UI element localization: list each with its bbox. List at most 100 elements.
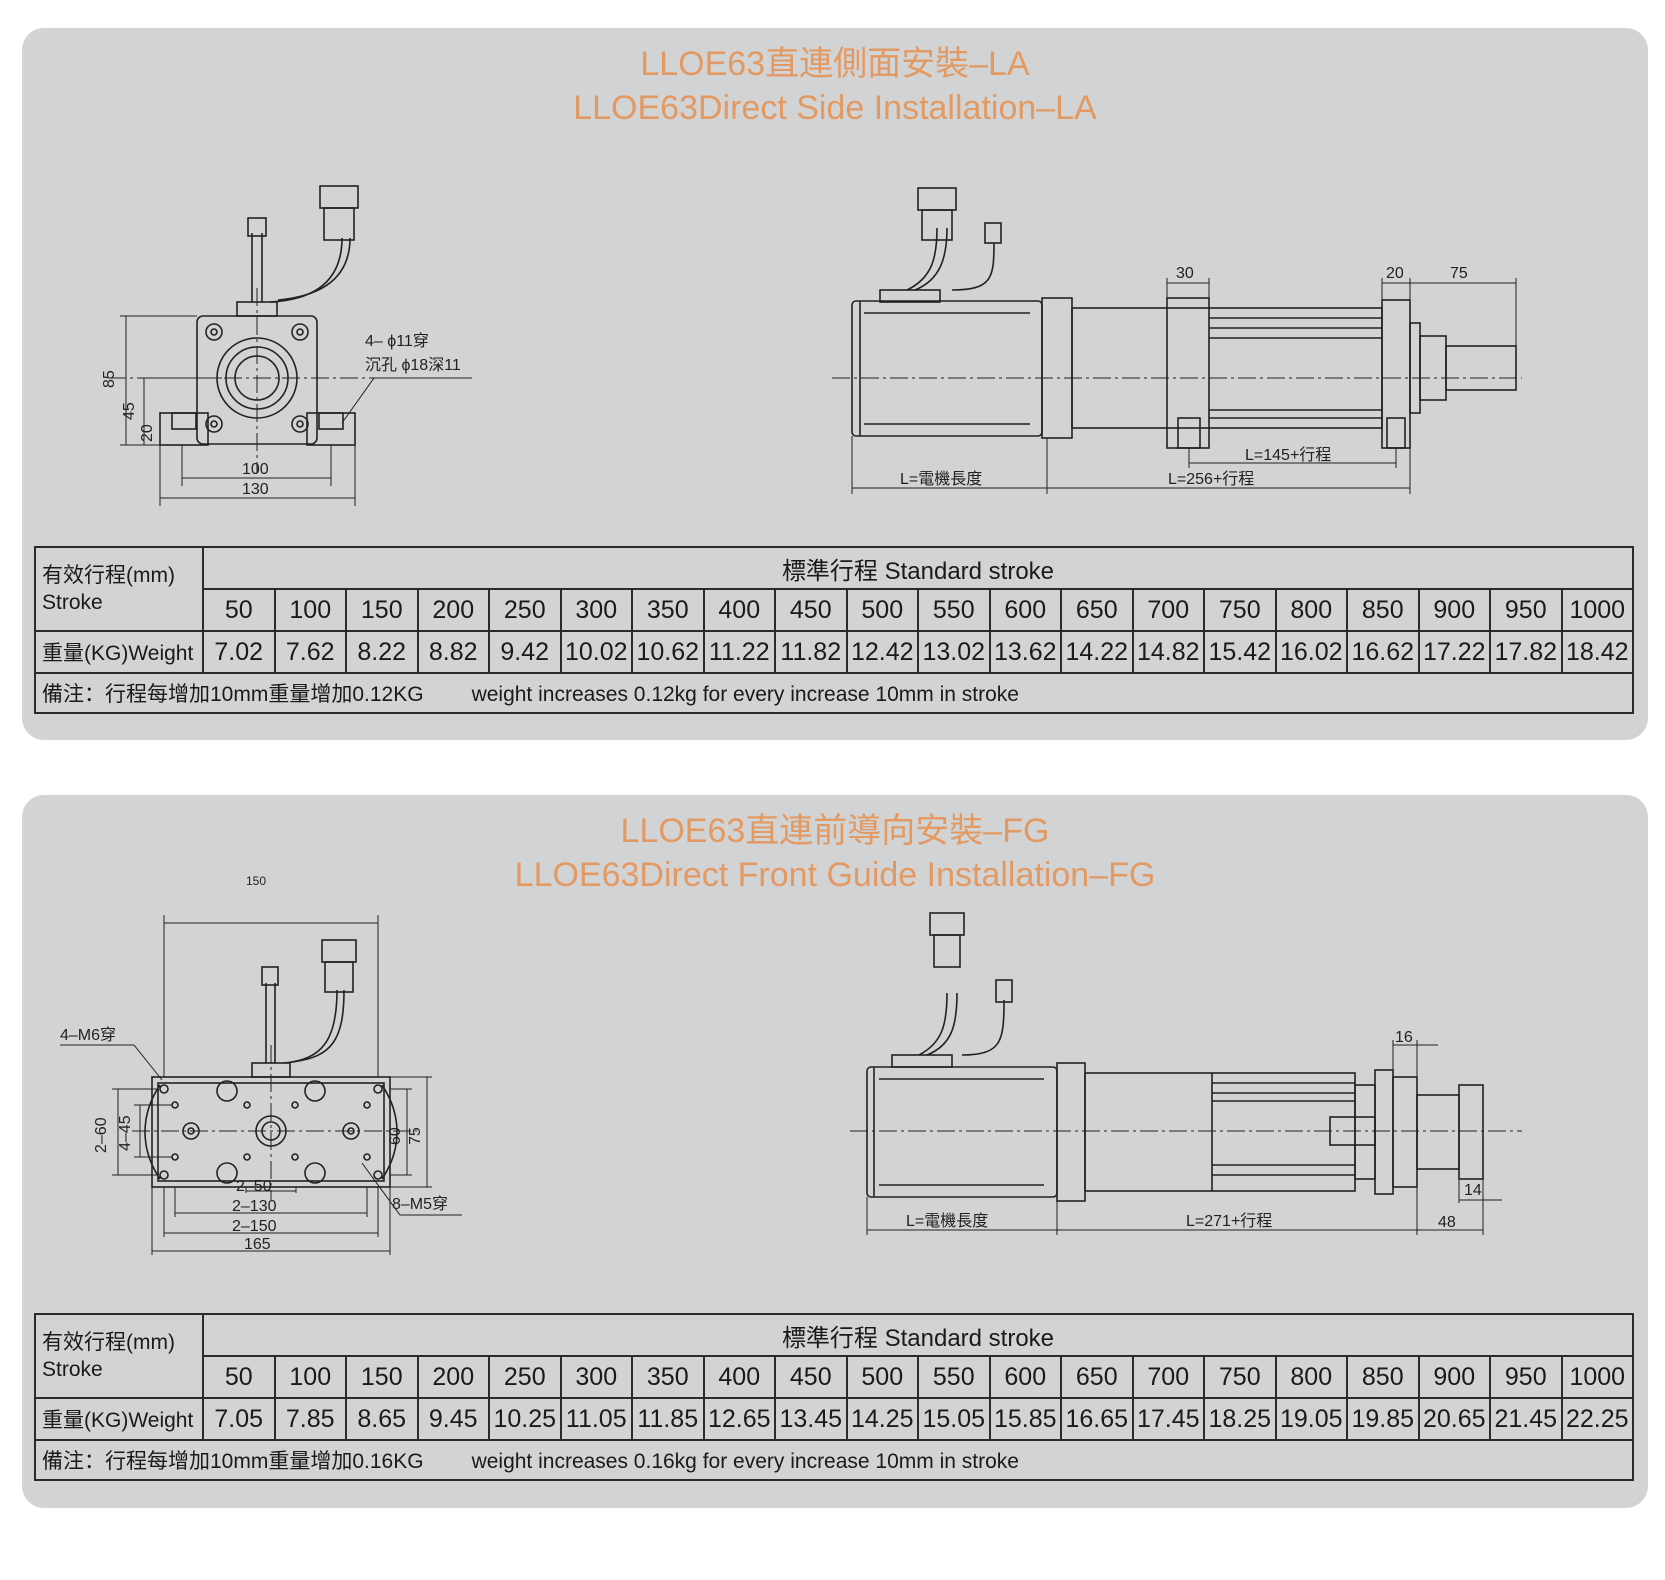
- fg-stroke-cell: 250: [488, 1355, 562, 1399]
- fg-stroke-cell: 900: [1417, 1355, 1491, 1399]
- la-dim-85: 85: [101, 370, 118, 388]
- la-dim-30: 30: [1176, 265, 1194, 282]
- fg-stroke-cell: 500: [845, 1355, 919, 1399]
- fg-stroke-cell: 100: [273, 1355, 347, 1399]
- la-weight-cell: 18.42: [1560, 630, 1634, 674]
- fg-stroke-cell: 1000: [1560, 1355, 1634, 1399]
- la-weight-cell: 7.02: [202, 630, 276, 674]
- fg-weight-cell: 15.85: [988, 1397, 1062, 1441]
- fg-weight-label: 重量(KG)Weight: [34, 1397, 204, 1441]
- fg-spec-table: 有效行程(mm) Stroke 標準行程 Standard stroke 50 …: [34, 1313, 1634, 1481]
- la-weight-cell: 11.82: [774, 630, 848, 674]
- fg-stroke-cell: 300: [559, 1355, 633, 1399]
- fg-stroke-row: 50 100 150 200 250 300 350 400 450 500 5…: [35, 1355, 1634, 1399]
- fg-weight-cell: 20.65: [1417, 1397, 1491, 1441]
- la-weight-cell: 12.42: [845, 630, 919, 674]
- fg-note-en: weight increases 0.16kg for every increa…: [471, 1450, 1019, 1473]
- la-dim-l145: L=145+行程: [1245, 446, 1331, 464]
- fg-standard-stroke: 標準行程 Standard stroke: [202, 1313, 1634, 1357]
- la-hole-note-2: 沉孔 ϕ18深11: [365, 356, 461, 374]
- fg-m5-note: 8–M5穿: [392, 1195, 448, 1213]
- fg-weight-cell: 15.05: [917, 1397, 991, 1441]
- fg-weight-cell: 19.85: [1346, 1397, 1420, 1441]
- la-weight-cell: 17.22: [1417, 630, 1491, 674]
- la-stroke-cell: 500: [845, 588, 919, 632]
- fg-dim-2-130: 2–130: [232, 1198, 277, 1215]
- la-stroke-cell: 850: [1346, 588, 1420, 632]
- fg-stroke-cell: 400: [702, 1355, 776, 1399]
- la-stroke-cell: 250: [488, 588, 562, 632]
- panel-la: LLOE63直連側面安裝–LA LLOE63Direct Side Instal…: [22, 28, 1648, 740]
- la-hole-note-1: 4– ϕ11穿: [365, 332, 429, 350]
- la-stroke-row: 50 100 150 200 250 300 350 400 450 500 5…: [35, 588, 1634, 632]
- fg-dim-4-45: 4–45: [117, 1115, 134, 1151]
- fg-weight-cell: 11.85: [631, 1397, 705, 1441]
- la-weight-cell: 10.02: [559, 630, 633, 674]
- la-weight-cell: 11.22: [702, 630, 776, 674]
- fg-front-view: [60, 915, 462, 1255]
- fg-dim-48: 48: [1438, 1214, 1456, 1231]
- la-note-cn: 備注：行程每增加10mm重量增加0.12KG: [42, 683, 424, 706]
- fg-drawing: 150 4–M6穿 2–60 4–45 60 75 2–50 2–130 2–1…: [60, 874, 1522, 1255]
- fg-weight-cell: 11.05: [559, 1397, 633, 1441]
- la-weight-cell: 16.62: [1346, 630, 1420, 674]
- fg-weight-cell: 14.25: [845, 1397, 919, 1441]
- fg-stroke-cell: 800: [1274, 1355, 1348, 1399]
- la-weight-cell: 14.82: [1131, 630, 1205, 674]
- la-stroke-cell: 700: [1131, 588, 1205, 632]
- fg-stroke-label: 有效行程(mm) Stroke: [34, 1313, 204, 1399]
- la-standard-stroke: 標準行程 Standard stroke: [202, 546, 1634, 590]
- la-stroke-cell: 650: [1060, 588, 1134, 632]
- la-stroke-cell: 200: [416, 588, 490, 632]
- fg-dim-75: 75: [407, 1127, 424, 1145]
- la-stroke-cell: 1000: [1560, 588, 1634, 632]
- fg-stroke-label-cn: 有效行程(mm): [42, 1331, 175, 1354]
- la-weight-cell: 15.42: [1203, 630, 1277, 674]
- la-weight-cell: 8.82: [416, 630, 490, 674]
- fg-dim-motor-len: L=電機長度: [906, 1212, 988, 1230]
- la-dim-100: 100: [242, 461, 269, 478]
- la-stroke-cell: 50: [202, 588, 276, 632]
- fg-weight-row: 重量(KG)Weight 7.05 7.85 8.65 9.45 10.25 1…: [34, 1397, 1634, 1441]
- la-dim-75: 75: [1450, 265, 1468, 282]
- la-stroke-cell: 950: [1489, 588, 1563, 632]
- fg-weight-cell: 7.05: [202, 1397, 276, 1441]
- la-dim-20b: 20: [1386, 265, 1404, 282]
- la-dim-45: 45: [121, 402, 138, 420]
- fg-stroke-cell: 600: [988, 1355, 1062, 1399]
- fg-stroke-cell: 200: [416, 1355, 490, 1399]
- la-weight-cell: 10.62: [631, 630, 705, 674]
- la-dim-20: 20: [139, 424, 156, 442]
- la-weight-cell: 17.82: [1489, 630, 1563, 674]
- fg-dim-2-50: 2–50: [236, 1178, 272, 1195]
- la-side-view: [832, 187, 1522, 494]
- fg-weight-cell: 9.45: [416, 1397, 490, 1441]
- fg-weight-cell: 21.45: [1489, 1397, 1563, 1441]
- la-spec-table: 有效行程(mm) Stroke 標準行程 Standard stroke 50 …: [34, 546, 1634, 714]
- la-stroke-cell: 800: [1274, 588, 1348, 632]
- la-stroke-label-en: Stroke: [42, 591, 103, 614]
- la-weight-cell: 13.02: [917, 630, 991, 674]
- la-dim-motor-len: L=電機長度: [900, 470, 982, 488]
- la-weight-label: 重量(KG)Weight: [34, 630, 204, 674]
- la-stroke-label-cn: 有效行程(mm): [42, 564, 175, 587]
- la-weight-cell: 8.22: [345, 630, 419, 674]
- fg-dim-60: 60: [387, 1127, 404, 1145]
- la-stroke-cell: 350: [631, 588, 705, 632]
- la-weight-cell: 16.02: [1274, 630, 1348, 674]
- fg-stroke-cell: 750: [1203, 1355, 1277, 1399]
- la-dim-l256: L=256+行程: [1168, 470, 1254, 488]
- la-stroke-cell: 600: [988, 588, 1062, 632]
- fg-stroke-cell: 700: [1131, 1355, 1205, 1399]
- la-end-view: [108, 185, 472, 506]
- la-stroke-cell: 450: [774, 588, 848, 632]
- fg-stroke-cell: 350: [631, 1355, 705, 1399]
- fg-stroke-cell: 850: [1346, 1355, 1420, 1399]
- fg-stroke-cell: 50: [202, 1355, 276, 1399]
- la-weight-cell: 13.62: [988, 630, 1062, 674]
- fg-stroke-cell: 650: [1060, 1355, 1134, 1399]
- fg-weight-cell: 19.05: [1274, 1397, 1348, 1441]
- fg-dim-2-150: 2–150: [232, 1218, 277, 1235]
